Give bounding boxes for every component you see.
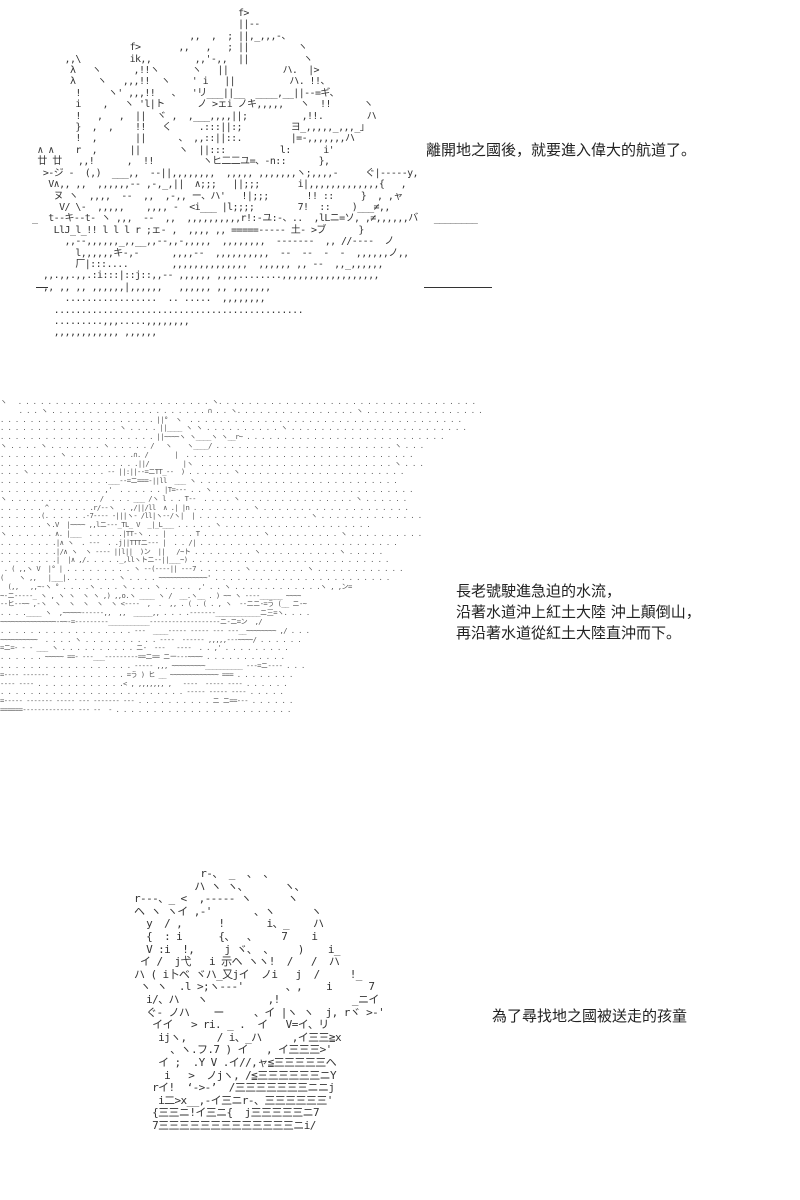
caption-searching-child: 為了尋找地之國被送走的孩童 — [492, 1007, 688, 1025]
horizon-line-left — [36, 287, 48, 288]
ascii-art-child-portrait: r-、 _ 、 、 ハ ヽ ヽ、 ヽ、 r---、_ < ,----- ヽ ヽ … — [134, 867, 385, 1132]
caption-line: 沿著水道沖上紅土大陸 沖上顛倒山， — [456, 603, 701, 621]
caption-line: 長老號駛進急迫的水流， — [456, 582, 622, 600]
ascii-art-sailing-ship: f> ||-- ,, , ; ||,_,,,-、 f> ,, , ; || ヽ … — [32, 8, 478, 339]
caption-elder-ship-current: 長老號駛進急迫的水流， 沿著水道沖上紅土大陸 沖上顛倒山， 再沿著水道從紅土大陸… — [456, 581, 701, 644]
caption-leaving-land-country: 離開地之國後，就要進入偉大的航道了。 — [426, 141, 697, 159]
ascii-art-ship-on-current: ヽ . . . . . . . . . . . . . . . . . . . … — [0, 397, 483, 714]
horizon-line-right — [424, 287, 492, 288]
caption-line: 再沿著水道從紅土大陸直沖而下。 — [456, 624, 682, 642]
